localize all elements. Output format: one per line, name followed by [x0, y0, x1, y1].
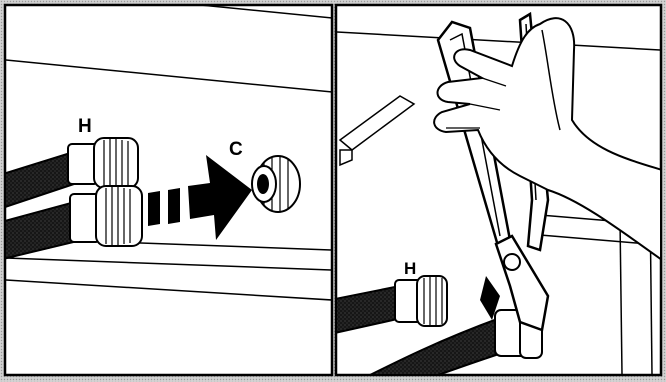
cold-label: C [229, 139, 243, 160]
hot-label: H [404, 259, 416, 278]
right-panel: H [330, 5, 662, 382]
left-panel: H C [0, 0, 332, 375]
hot-label: H [78, 116, 92, 137]
